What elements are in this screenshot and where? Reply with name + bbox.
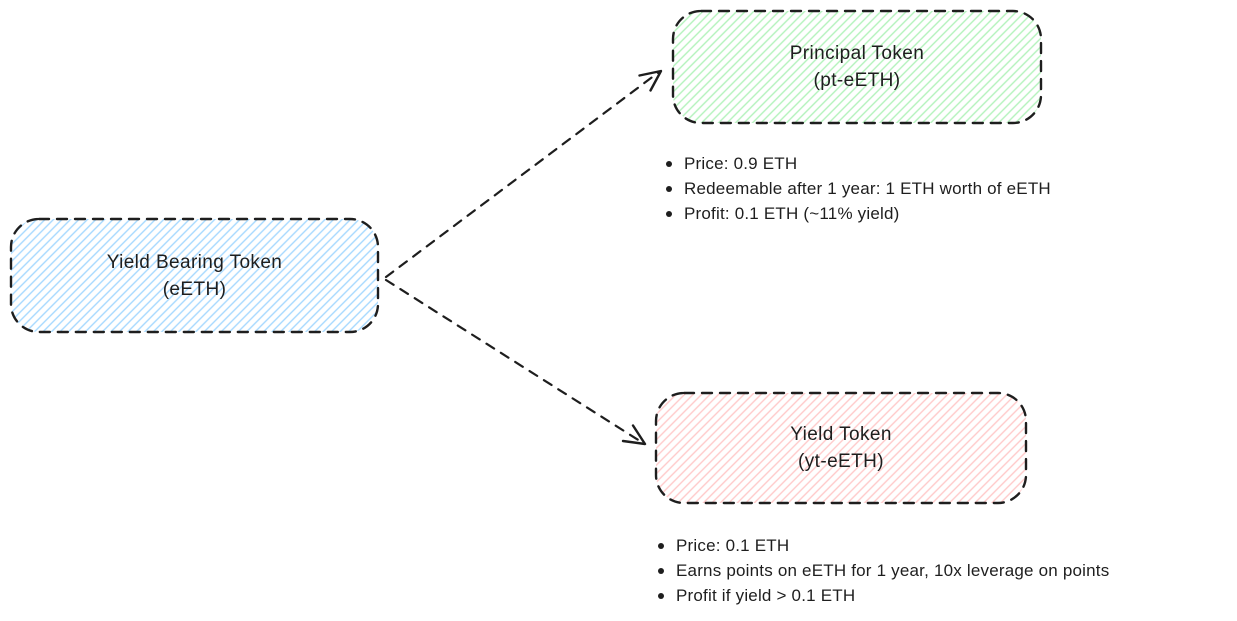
node-box-principal-token <box>671 9 1043 125</box>
principal-token-notes: Price: 0.9 ETH Redeemable after 1 year: … <box>666 151 1051 226</box>
arrowhead-yield <box>621 424 647 446</box>
note-text: Price: 0.9 ETH <box>684 154 798 173</box>
note-text: Earns points on eETH for 1 year, 10x lev… <box>676 561 1110 580</box>
bullet-dot <box>666 211 672 217</box>
bullet-dot <box>658 568 664 574</box>
node-box-yield-token <box>654 391 1028 505</box>
note-item: Price: 0.1 ETH <box>658 533 1109 558</box>
node-box-yield-bearing-token <box>9 217 380 334</box>
note-item: Profit if yield > 0.1 ETH <box>658 583 1109 608</box>
note-item: Redeemable after 1 year: 1 ETH worth of … <box>666 176 1051 201</box>
arrow-to-yield-token <box>384 278 647 446</box>
note-text: Profit if yield > 0.1 ETH <box>676 586 856 605</box>
note-item: Price: 0.9 ETH <box>666 151 1051 176</box>
bullet-dot <box>666 161 672 167</box>
note-item: Earns points on eETH for 1 year, 10x lev… <box>658 558 1109 583</box>
note-item: Profit: 0.1 ETH (~11% yield) <box>666 201 1051 226</box>
bullet-dot <box>658 543 664 549</box>
arrowhead-principal <box>638 69 663 92</box>
bullet-dot <box>658 593 664 599</box>
note-text: Profit: 0.1 ETH (~11% yield) <box>684 204 900 223</box>
note-text: Price: 0.1 ETH <box>676 536 790 555</box>
arrow-to-principal-token <box>384 69 663 279</box>
bullet-dot <box>666 186 672 192</box>
yield-token-notes: Price: 0.1 ETH Earns points on eETH for … <box>658 533 1109 608</box>
note-text: Redeemable after 1 year: 1 ETH worth of … <box>684 179 1051 198</box>
